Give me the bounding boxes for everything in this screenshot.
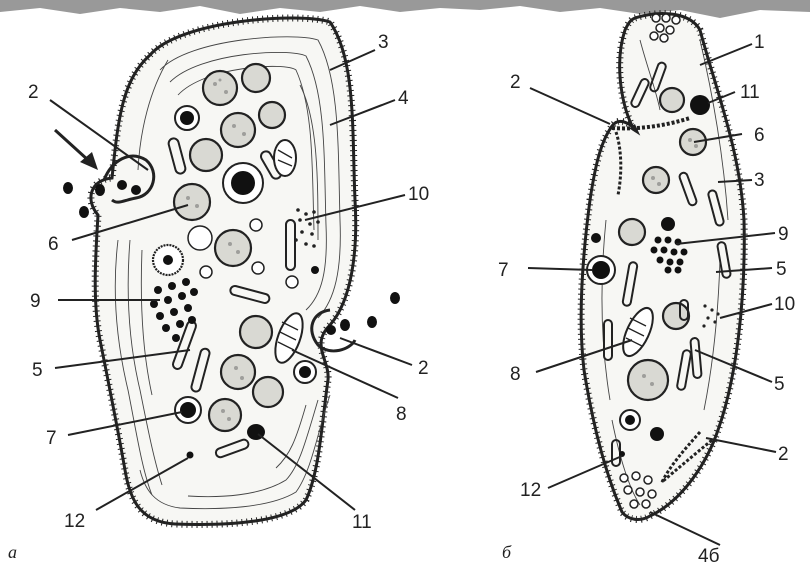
cell-a [55, 18, 400, 524]
label-a-5: 5 [32, 360, 43, 381]
label-b-4b: 4б [698, 546, 720, 567]
label-b-1: 1 [754, 32, 765, 53]
label-b-10: 10 [774, 294, 795, 315]
label-a-11: 11 [352, 512, 372, 533]
panel-label-a: а [8, 542, 17, 562]
label-b-5-bottom: 5 [774, 374, 785, 395]
label-a-12: 12 [64, 511, 85, 532]
label-b-11: 11 [740, 82, 760, 103]
cell-b [581, 14, 744, 520]
label-b-12: 12 [520, 480, 541, 501]
label-a-10: 10 [408, 184, 429, 205]
label-b-2-top: 2 [510, 72, 521, 93]
label-b-2-bottom: 2 [778, 444, 789, 465]
label-b-9: 9 [778, 224, 789, 245]
label-a-3: 3 [378, 32, 389, 53]
label-b-5-top: 5 [776, 259, 787, 280]
label-b-8: 8 [510, 364, 521, 385]
label-a-4: 4 [398, 88, 409, 109]
label-a-9: 9 [30, 291, 41, 312]
label-b-6: 6 [754, 125, 765, 146]
label-a-7: 7 [46, 428, 57, 449]
panel-label-b: б [502, 542, 512, 562]
label-a-2-top: 2 [28, 82, 39, 103]
label-a-6: 6 [48, 234, 59, 255]
label-b-7: 7 [498, 260, 509, 281]
label-a-2-right: 2 [418, 358, 429, 379]
uptake-arrow [55, 130, 98, 170]
label-b-3: 3 [754, 170, 765, 191]
label-a-8: 8 [396, 404, 407, 425]
top-texture-strip [0, 0, 810, 18]
